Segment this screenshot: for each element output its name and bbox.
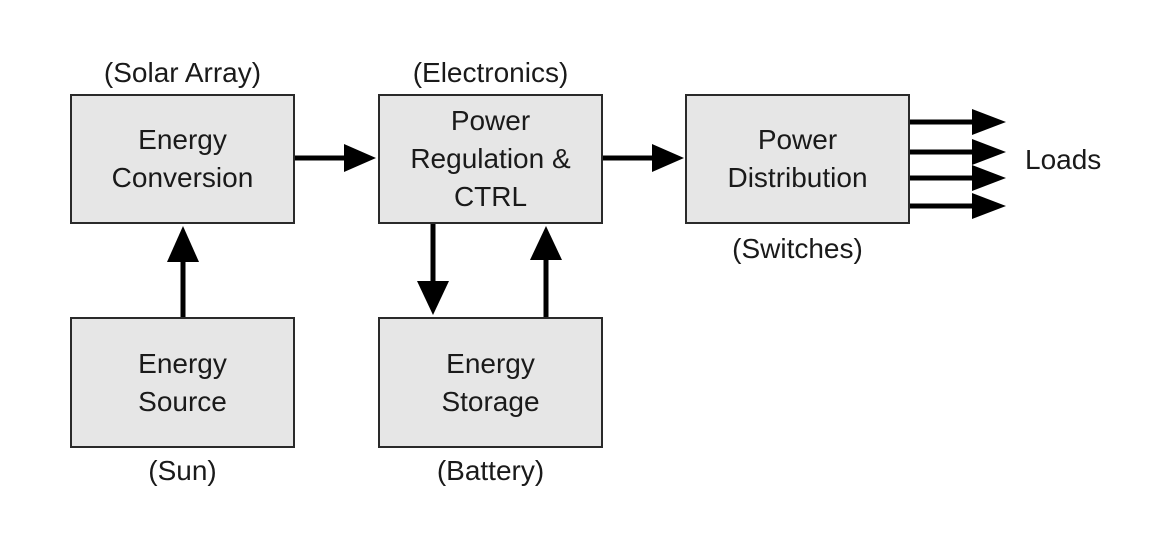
caption-switches: (Switches) xyxy=(732,233,863,264)
arrow-regulation-to-storage xyxy=(417,224,449,315)
block-label-line: Source xyxy=(138,385,227,417)
arrow-distribution-to-load-3 xyxy=(910,165,1006,191)
block-label-line: Power xyxy=(450,105,531,136)
energy-source-block: Energy Source xyxy=(70,317,295,448)
arrow-distribution-to-load-1 xyxy=(910,109,1006,135)
block-label-line: Energy xyxy=(138,347,227,379)
block-label-line: Energy xyxy=(138,124,227,155)
power-distribution-block: Power Distribution xyxy=(685,94,910,224)
energy-conversion-block: Energy Conversion xyxy=(70,94,295,224)
caption-battery: (Battery) xyxy=(436,455,545,486)
block-label-line: Regulation & xyxy=(410,143,571,174)
block-label-line: Power xyxy=(757,124,838,155)
arrow-distribution-to-load-2 xyxy=(910,139,1006,165)
loads-label: Loads xyxy=(1025,144,1102,175)
arrow-source-to-conversion xyxy=(167,226,199,317)
block-label-line: CTRL xyxy=(453,181,528,212)
arrow-distribution-to-load-4 xyxy=(910,193,1006,219)
caption-sun: (Sun) xyxy=(148,455,217,486)
power-regulation-block: Power Regulation & CTRL xyxy=(378,94,603,224)
block-label-line: Storage xyxy=(441,385,540,417)
arrow-storage-to-regulation xyxy=(530,226,562,317)
block-label-line: Conversion xyxy=(111,162,254,193)
arrow-conversion-to-regulation xyxy=(295,144,376,172)
caption-electronics: (Electronics) xyxy=(412,57,569,88)
caption-solar-array: (Solar Array) xyxy=(103,57,262,88)
block-label-line: Distribution xyxy=(727,162,868,193)
energy-storage-block: Energy Storage xyxy=(378,317,603,448)
arrow-regulation-to-distribution xyxy=(603,144,684,172)
block-label-line: Energy xyxy=(446,347,535,379)
